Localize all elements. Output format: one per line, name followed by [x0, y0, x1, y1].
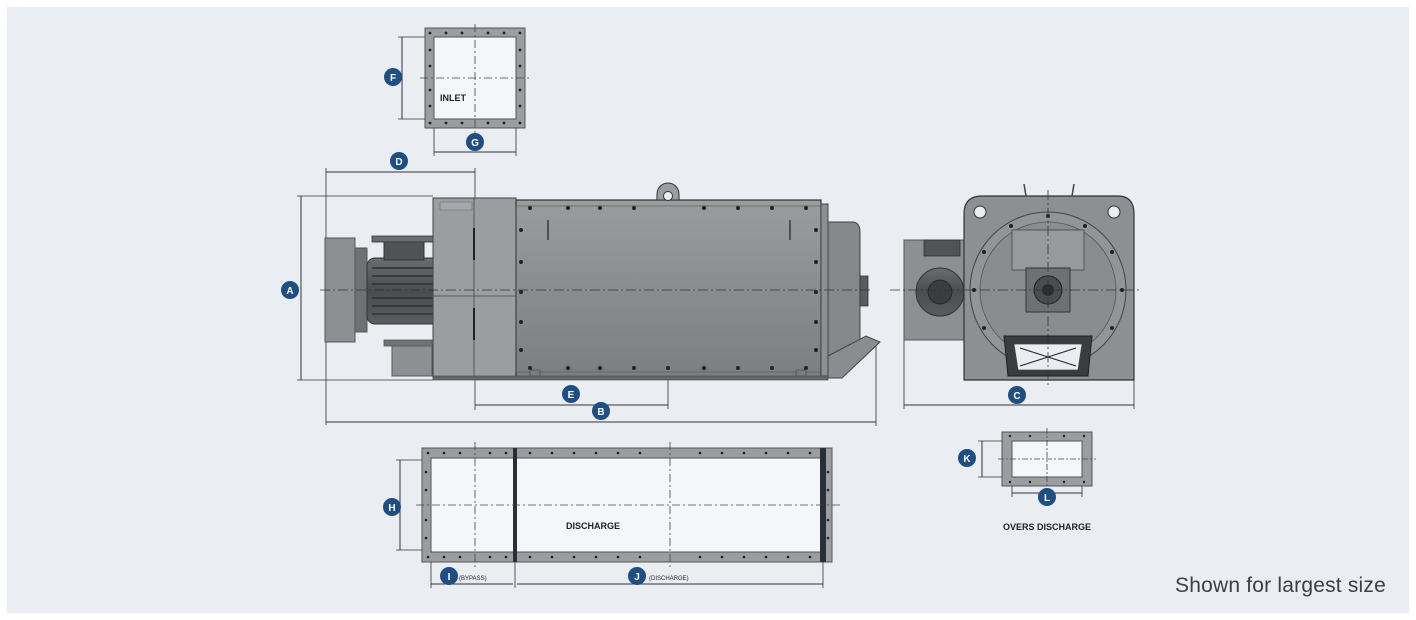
caption-note: Shown for largest size — [1175, 574, 1386, 597]
badge-g: G — [466, 133, 484, 151]
side-view — [297, 168, 881, 426]
badge-j: J — [628, 567, 646, 585]
badge-f: F — [384, 68, 402, 86]
badge-k: K — [958, 449, 976, 467]
badge-i: I — [440, 567, 458, 585]
svg-text:C: C — [1013, 391, 1020, 402]
svg-text:L: L — [1044, 493, 1050, 504]
discharge-flange: DISCHARGE (BYPASS) (DISCHARGE) — [396, 442, 840, 588]
svg-text:K: K — [963, 454, 971, 465]
svg-text:J: J — [634, 572, 640, 583]
svg-text:A: A — [286, 286, 293, 297]
badge-h: H — [383, 498, 401, 516]
badge-d: D — [390, 152, 408, 170]
overs-discharge-label: OVERS DISCHARGE — [1003, 522, 1091, 532]
bypass-label: (BYPASS) — [459, 576, 487, 582]
discharge-label: DISCHARGE — [566, 521, 620, 531]
end-view — [890, 183, 1140, 409]
badge-c: C — [1008, 386, 1026, 404]
badge-b: B — [592, 402, 610, 420]
svg-text:F: F — [390, 73, 396, 84]
inlet-label: INLET — [440, 93, 467, 103]
svg-text:H: H — [388, 503, 395, 514]
svg-text:G: G — [471, 138, 479, 149]
discharge-small-label: (DISCHARGE) — [649, 576, 689, 582]
svg-text:B: B — [597, 407, 604, 418]
badge-a: A — [281, 281, 299, 299]
badge-l: L — [1038, 488, 1056, 506]
dimension-badges: A B C D E F G H I J K L — [281, 68, 1056, 585]
svg-text:I: I — [448, 572, 451, 583]
inlet-flange: INLET — [398, 24, 530, 156]
overs-discharge-flange: OVERS DISCHARGE — [978, 428, 1096, 532]
svg-text:E: E — [568, 390, 575, 401]
svg-text:D: D — [395, 157, 402, 168]
badge-e: E — [562, 385, 580, 403]
